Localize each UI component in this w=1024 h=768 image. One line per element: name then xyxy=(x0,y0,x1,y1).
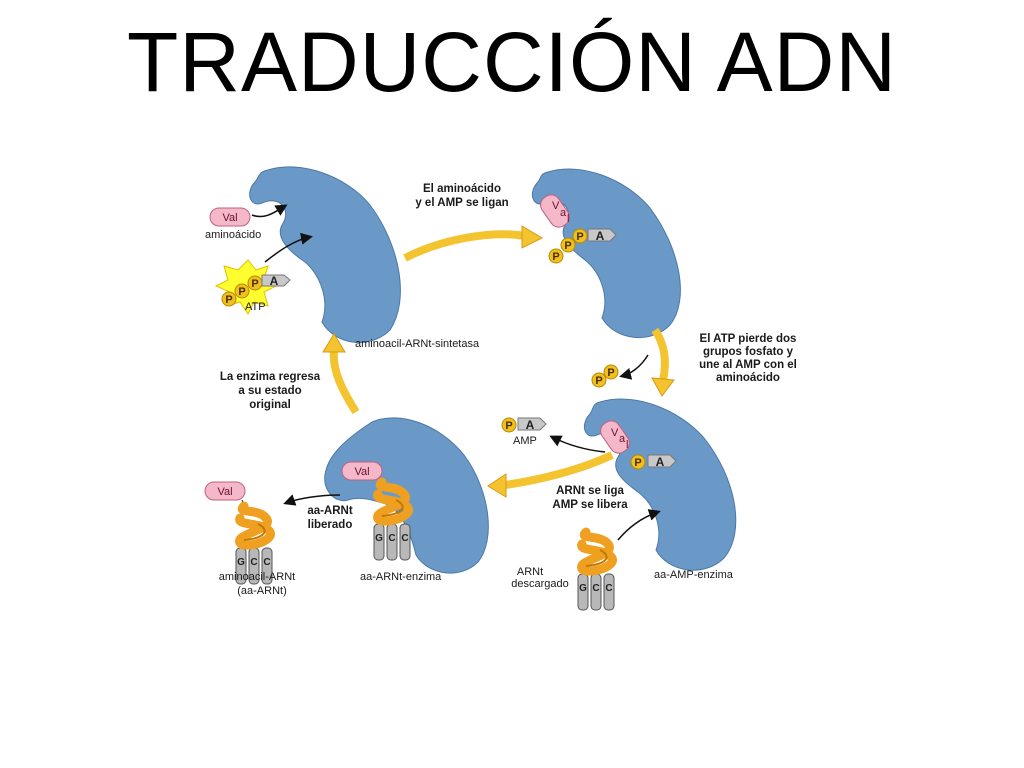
cycle-arrow-3 xyxy=(487,451,614,498)
svg-text:C: C xyxy=(605,583,612,594)
svg-text:A: A xyxy=(596,229,605,243)
step3-label-line1: ARNt se liga xyxy=(556,485,624,497)
pyrophosphate: P P xyxy=(591,364,619,388)
svg-text:A: A xyxy=(270,274,279,288)
arnt-label-line1: ARNt xyxy=(517,566,543,578)
cycle-arrow-4 xyxy=(322,333,360,415)
atp-label: ATP xyxy=(245,301,266,313)
valine-bound-2: V a l xyxy=(600,420,630,454)
svg-text:AMP: AMP xyxy=(513,435,537,447)
svg-text:C: C xyxy=(388,533,395,544)
svg-text:Val: Val xyxy=(222,212,237,224)
svg-text:P: P xyxy=(225,294,232,306)
cycle-arrow-2 xyxy=(651,327,675,397)
enzyme-sintetasa xyxy=(249,166,401,343)
aminoacil-label-line2: (aa-ARNt) xyxy=(237,585,287,597)
svg-text:G: G xyxy=(237,557,245,568)
svg-text:P: P xyxy=(607,367,614,379)
enzyme-aa-amp xyxy=(531,168,681,339)
trna-aminoacil: G C C xyxy=(236,506,272,584)
svg-text:C: C xyxy=(401,533,408,544)
svg-text:l: l xyxy=(567,213,569,225)
trna-descargado: G C C xyxy=(578,532,614,610)
page-title: TRADUCCIÓN ADN xyxy=(126,15,898,109)
aminoacido-label: aminoácido xyxy=(205,229,261,241)
arnt-label-line2: descargado xyxy=(511,578,569,590)
svg-text:C: C xyxy=(250,557,257,568)
step3-label-line2: AMP se libera xyxy=(552,499,628,511)
atp-molecule: P P P A ATP xyxy=(214,259,291,315)
svg-text:Val: Val xyxy=(217,486,232,498)
step2-label-line3: une al AMP con el xyxy=(699,359,797,371)
trna-bound: G C C xyxy=(374,482,410,560)
svg-text:P: P xyxy=(552,251,559,263)
step5-label-line3: original xyxy=(249,399,291,411)
valine-free: Val xyxy=(204,481,246,501)
svg-text:P: P xyxy=(251,278,258,290)
svg-text:C: C xyxy=(263,557,270,568)
amp-bound: P A xyxy=(630,454,677,470)
svg-text:P: P xyxy=(576,231,583,243)
released-amp: P A AMP xyxy=(501,417,547,447)
svg-text:A: A xyxy=(526,418,535,432)
step5-label-line1: La enzima regresa xyxy=(220,371,321,383)
aa-amp-enzima-label: aa-AMP-enzima xyxy=(654,569,734,581)
aminoacil-label-line1: aminoacil-ARNt xyxy=(219,571,295,583)
aa-arnt-enzima-label: aa-ARNt-enzima xyxy=(360,571,442,583)
svg-text:A: A xyxy=(656,455,665,469)
svg-text:l: l xyxy=(626,439,628,451)
step2-label-line2: grupos fosfato y xyxy=(703,346,794,358)
step2-label-line1: El ATP pierde dos xyxy=(700,333,797,345)
valine-amino-acid: Val xyxy=(209,207,251,227)
cycle-arrow-1 xyxy=(403,225,544,262)
svg-text:P: P xyxy=(595,375,602,387)
sintetasa-label: aminoacil-ARNt-sintetasa xyxy=(355,338,480,350)
step4-label-line2: liberado xyxy=(308,519,353,531)
svg-text:V: V xyxy=(552,200,560,212)
svg-text:P: P xyxy=(634,457,641,469)
step1-label-line2: y el AMP se ligan xyxy=(415,197,508,209)
svg-text:G: G xyxy=(579,583,587,594)
valine-bound-3: Val xyxy=(341,461,383,481)
svg-text:a: a xyxy=(560,207,567,219)
svg-text:G: G xyxy=(375,533,383,544)
svg-text:P: P xyxy=(505,420,512,432)
step2-label-line4: aminoácido xyxy=(716,372,780,384)
step4-label-line1: aa-ARNt xyxy=(307,505,353,517)
svg-text:a: a xyxy=(619,433,626,445)
svg-text:Val: Val xyxy=(354,466,369,478)
atp-bound: P P P A xyxy=(548,228,617,264)
svg-text:P: P xyxy=(564,240,571,252)
step1-label-line1: El aminoácido xyxy=(423,183,501,195)
step5-label-line2: a su estado xyxy=(238,385,301,397)
svg-text:V: V xyxy=(611,427,619,439)
svg-text:P: P xyxy=(238,286,245,298)
valine-bound-1: V a l xyxy=(540,194,570,228)
svg-text:C: C xyxy=(592,583,599,594)
